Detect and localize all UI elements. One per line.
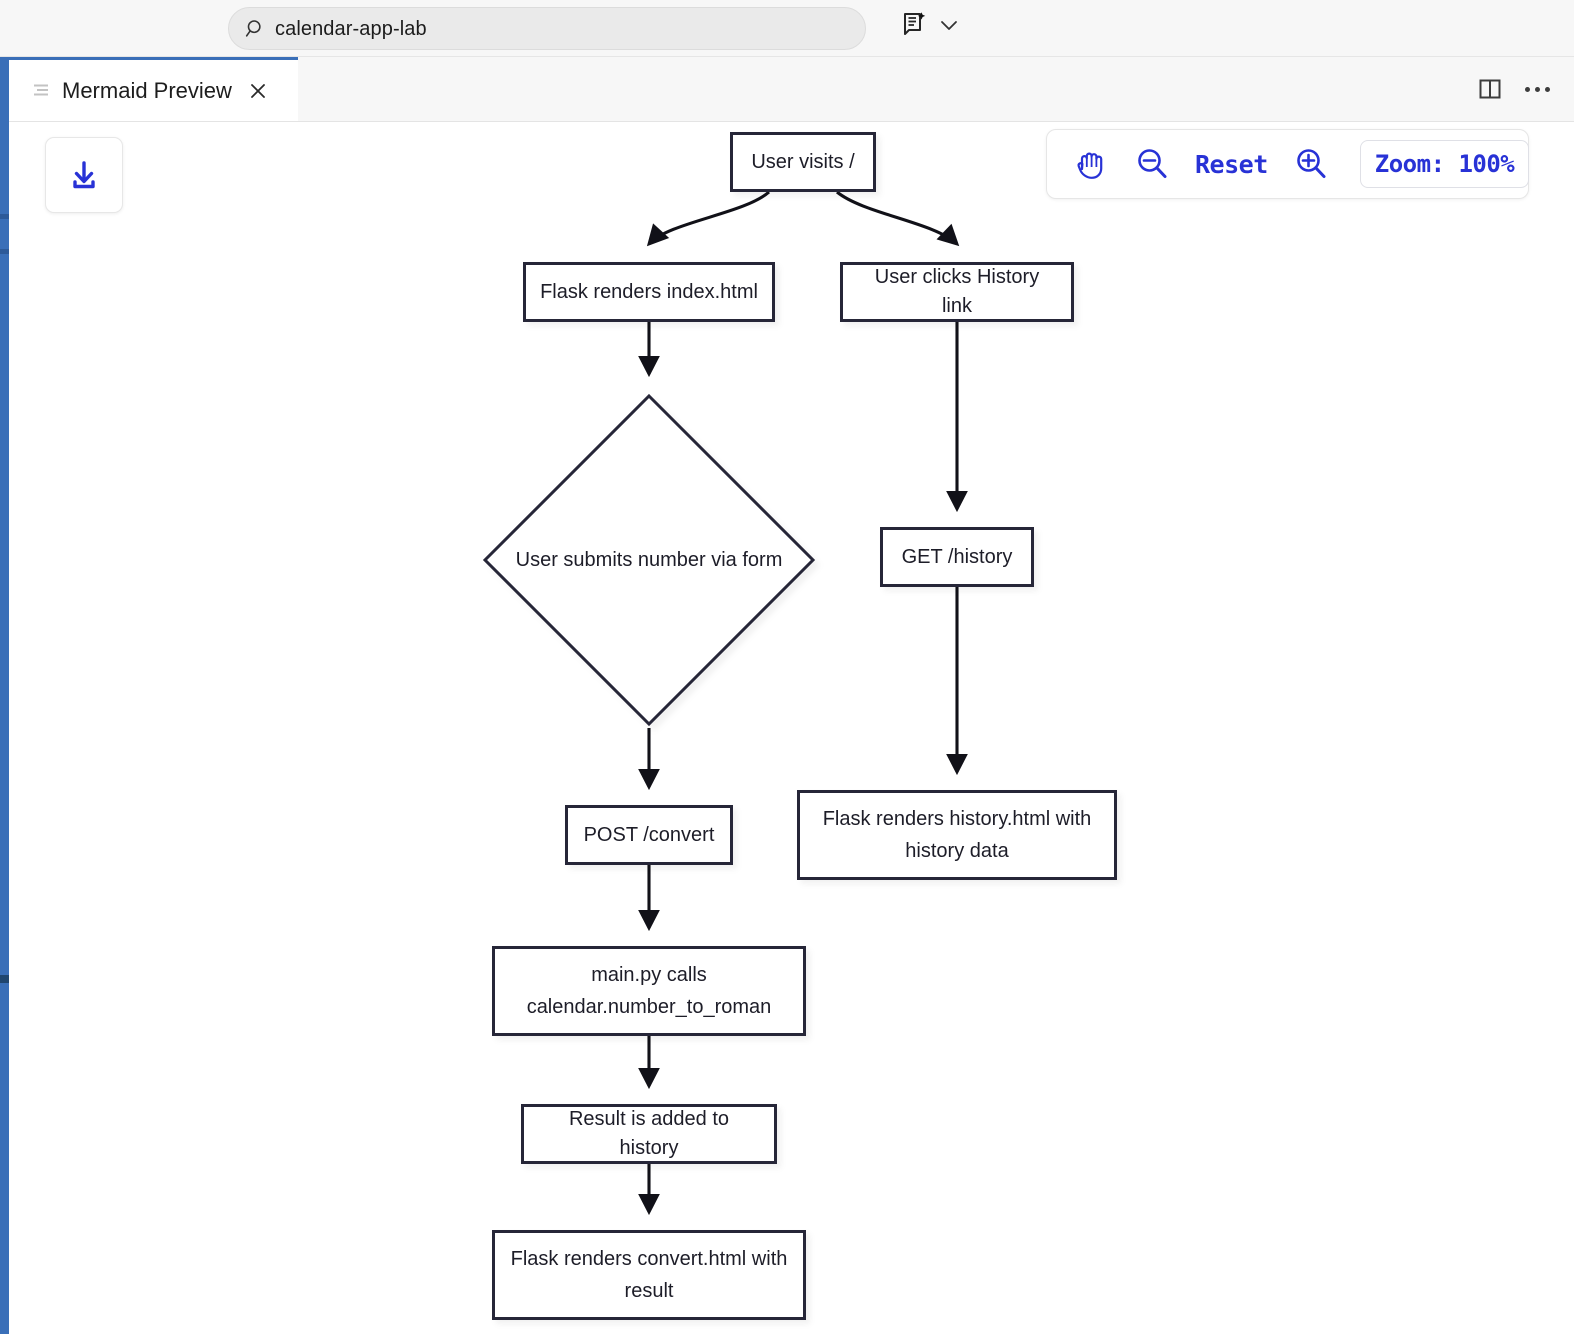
edge-start-index xyxy=(646,190,771,247)
active-editor-rail xyxy=(0,57,9,1334)
node-result-added-to-history-label: Result is added to history xyxy=(568,1108,730,1159)
node-mainpy-calls[interactable]: main.py calls calendar.number_to_roman xyxy=(492,946,806,1036)
reading-list-icon[interactable] xyxy=(900,10,930,40)
zoom-level-display: Zoom: 100% xyxy=(1359,140,1530,188)
node-mainpy-calls-label-line2: calendar.number_to_roman xyxy=(526,996,772,1018)
list-lines-icon xyxy=(34,84,48,95)
node-post-convert[interactable]: POST /convert xyxy=(565,805,733,865)
zoom-toolbar: Reset Zoom: 100% xyxy=(1046,129,1530,199)
node-flask-renders-index-label: Flask renders index.html xyxy=(540,280,758,303)
split-view-icon[interactable] xyxy=(1477,76,1503,102)
download-button[interactable] xyxy=(45,137,123,213)
pan-button[interactable] xyxy=(1061,141,1119,187)
reset-button[interactable]: Reset xyxy=(1195,149,1268,179)
node-flask-renders-history-label-line1: Flask renders history.html with xyxy=(822,808,1092,830)
search-input[interactable]: calendar-app-lab xyxy=(228,7,866,50)
search-icon xyxy=(245,19,261,37)
node-flask-renders-index[interactable]: Flask renders index.html xyxy=(523,262,775,322)
node-mainpy-calls-label-line1: main.py calls xyxy=(591,964,707,986)
node-start[interactable]: User visits / xyxy=(730,132,876,192)
node-flask-renders-convert-label-line2: result xyxy=(624,1280,674,1302)
mermaid-preview-canvas[interactable]: Reset Zoom: 100% xyxy=(9,122,1574,1334)
pan-hand-icon xyxy=(1077,152,1103,179)
zoom-out-button[interactable] xyxy=(1123,141,1181,187)
node-flask-renders-history[interactable]: Flask renders history.html with history … xyxy=(797,790,1117,880)
browser-omnibar: calendar-app-lab xyxy=(0,0,1574,57)
download-icon xyxy=(73,161,95,189)
zoom-in-icon xyxy=(1296,149,1326,178)
node-result-added-to-history[interactable]: Result is added to history xyxy=(521,1104,777,1164)
zoom-in-button[interactable] xyxy=(1282,141,1340,187)
more-options-icon[interactable] xyxy=(1525,86,1550,92)
chevron-down-icon[interactable] xyxy=(938,14,960,36)
node-post-convert-label: POST /convert xyxy=(583,823,715,846)
node-start-label: User visits / xyxy=(751,150,855,173)
node-flask-renders-history-label-line2: history data xyxy=(905,840,1009,862)
tab-label: Mermaid Preview xyxy=(62,77,232,103)
node-user-clicks-history-link-label: User clicks History link xyxy=(874,266,1040,317)
close-icon[interactable] xyxy=(248,81,268,101)
tabstrip-actions xyxy=(1477,57,1550,121)
node-user-submits-number[interactable]: User submits number via form xyxy=(481,392,817,728)
flowchart-edges xyxy=(638,190,968,1216)
node-flask-renders-convert-label-line1: Flask renders convert.html with xyxy=(510,1248,788,1270)
node-flask-renders-convert[interactable]: Flask renders convert.html with result xyxy=(492,1230,806,1320)
omnibar-actions xyxy=(900,10,960,40)
edge-start-historylink xyxy=(836,190,960,247)
flowchart: User visits / Flask renders index.html U… xyxy=(9,122,1574,1334)
node-get-history[interactable]: GET /history xyxy=(880,527,1034,587)
tab-mermaid-preview[interactable]: Mermaid Preview xyxy=(8,57,298,121)
diamond-shape xyxy=(482,393,816,727)
search-value: calendar-app-lab xyxy=(275,17,427,40)
node-get-history-label: GET /history xyxy=(901,545,1013,568)
tab-strip: Mermaid Preview xyxy=(0,57,1574,122)
node-user-clicks-history-link[interactable]: User clicks History link xyxy=(840,262,1074,322)
zoom-out-icon xyxy=(1138,149,1167,178)
